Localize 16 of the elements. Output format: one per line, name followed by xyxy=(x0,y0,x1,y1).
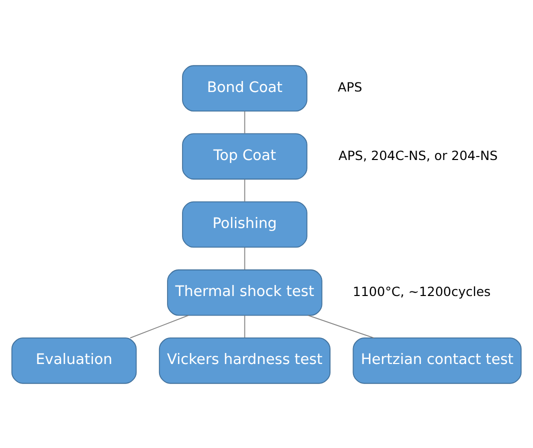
connector xyxy=(130,314,190,338)
node-box: Thermal shock test xyxy=(167,268,322,316)
node-box: Vickers hardness test xyxy=(158,337,330,384)
node-box: Hertzian contact test xyxy=(352,337,522,384)
connector xyxy=(244,178,246,202)
connector xyxy=(308,314,374,338)
node-box: Evaluation xyxy=(11,337,137,384)
node-box: Bond Coat xyxy=(182,64,308,111)
node-label: 1100°C, ~1200cycles xyxy=(352,283,491,298)
node-label: APS, 204C-NS, or 204-NS xyxy=(338,147,498,162)
connector xyxy=(244,110,246,134)
connector xyxy=(244,246,246,270)
connector xyxy=(244,314,246,338)
node-box: Polishing xyxy=(182,200,308,248)
node-label: APS xyxy=(338,79,362,94)
node-box: Top Coat xyxy=(182,132,308,180)
